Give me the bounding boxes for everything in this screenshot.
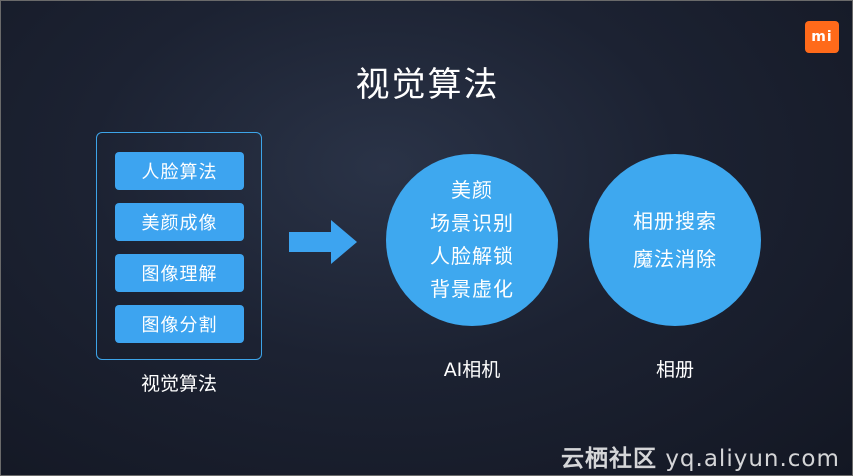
ai-camera-circle: 美颜 场景识别 人脸解锁 背景虚化 <box>386 154 558 326</box>
watermark-url: yq.aliyun.com <box>665 446 840 472</box>
ai-camera-feature: 人脸解锁 <box>430 244 514 268</box>
album-feature: 相册搜索 <box>633 209 717 233</box>
ai-camera-feature: 美颜 <box>451 178 493 202</box>
slide-title: 视觉算法 <box>355 65 500 105</box>
arrow-right-icon <box>289 220 357 264</box>
xiaomi-logo: mi <box>805 21 839 53</box>
ai-camera-caption: AI相机 <box>443 359 501 381</box>
album-feature: 魔法消除 <box>633 247 717 271</box>
album-caption: 相册 <box>655 359 694 381</box>
algorithm-item-face: 人脸算法 <box>115 152 244 190</box>
watermark: 云栖社区 yq.aliyun.com <box>561 439 840 473</box>
ai-camera-feature: 背景虚化 <box>430 277 514 301</box>
ai-camera-feature: 场景识别 <box>430 211 514 235</box>
algorithm-item-understanding: 图像理解 <box>115 254 244 292</box>
algorithm-list-caption: 视觉算法 <box>140 373 217 395</box>
algorithm-list-box: 人脸算法 美颜成像 图像理解 图像分割 <box>96 132 262 360</box>
algorithm-item-segmentation: 图像分割 <box>115 305 244 343</box>
album-circle: 相册搜索 魔法消除 <box>589 154 761 326</box>
watermark-site-name: 云栖社区 <box>561 446 657 472</box>
algorithm-item-beauty: 美颜成像 <box>115 203 244 241</box>
